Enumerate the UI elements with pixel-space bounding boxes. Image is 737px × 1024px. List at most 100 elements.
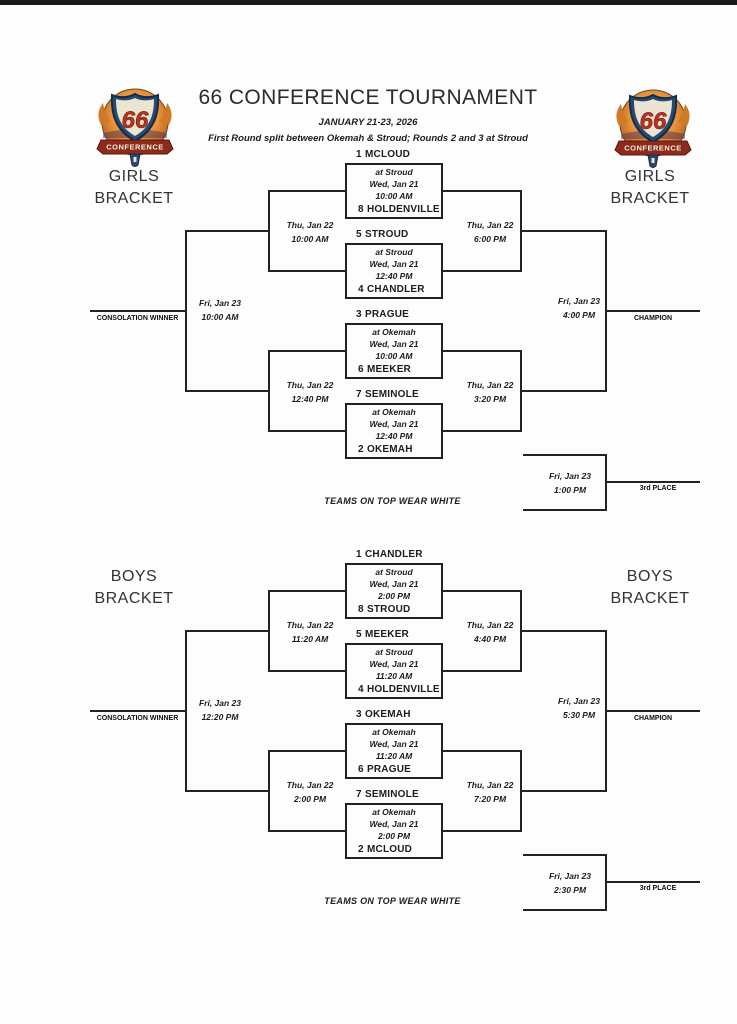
game-venue: at Okemah — [372, 407, 416, 417]
semifinal-time-label: Thu, Jan 22 6:00 PM — [455, 218, 525, 246]
bracket-line — [443, 350, 520, 352]
bracket-line — [520, 790, 605, 792]
bracket-line — [520, 390, 605, 392]
game-time: 4:00 PM — [562, 310, 596, 320]
bracket-line — [185, 230, 187, 392]
team-seed: 3 — [356, 309, 362, 320]
teams-note: TEAMS ON TOP WEAR WHITE — [324, 896, 461, 906]
team-name: HOLDENVILLE — [367, 204, 440, 215]
team-name: MCLOUD — [365, 149, 411, 160]
bracket-line — [520, 630, 605, 632]
semifinal-time-label: Thu, Jan 22 2:00 PM — [275, 778, 345, 806]
bracket-label-line: BRACKET — [94, 590, 174, 607]
game-date: Wed, Jan 21 — [369, 419, 419, 429]
game-time: 10:00 AM — [291, 234, 329, 244]
game-time: 2:00 PM — [377, 591, 411, 601]
bracket-label-line: GIRLS — [108, 168, 160, 185]
girls-bracket-label-left: GIRLS BRACKET — [64, 166, 204, 210]
boys-bracket-label-left: BOYS BRACKET — [64, 566, 204, 610]
logo-number: 66 — [122, 107, 149, 134]
bracket-line — [520, 230, 605, 232]
bracket-line — [268, 750, 345, 752]
girls-bracket-label-right: GIRLS BRACKET — [580, 166, 720, 210]
bracket-line — [268, 270, 345, 272]
venue-note: First Round split between Okemah & Strou… — [208, 133, 528, 144]
game-date: Thu, Jan 22 — [466, 780, 514, 790]
game-date: Fri, Jan 23 — [198, 298, 242, 308]
team-seed: 7 — [356, 389, 362, 400]
bracket-label-line: BRACKET — [610, 190, 690, 207]
team-name: MEEKER — [365, 629, 409, 640]
bracket-line — [90, 710, 185, 712]
logo-banner: CONFERENCE — [106, 143, 164, 152]
game-date: Wed, Jan 21 — [369, 259, 419, 269]
consolation-final-time-label: Fri, Jan 23 12:20 PM — [187, 696, 253, 724]
game-time: 4:40 PM — [473, 634, 507, 644]
bracket-line — [268, 670, 345, 672]
bracket-line — [185, 630, 187, 792]
bracket-line — [268, 590, 345, 592]
game-venue: at Okemah — [372, 727, 416, 737]
bracket-line — [443, 590, 520, 592]
bracket-line — [443, 190, 520, 192]
game-time: 11:20 AM — [375, 671, 413, 681]
team-seed: 2 — [358, 844, 364, 855]
bracket-line — [268, 190, 345, 192]
team-seed: 5 — [356, 229, 362, 240]
game-date: Thu, Jan 22 — [286, 380, 334, 390]
bracket-line — [605, 481, 700, 483]
scan-top-bar — [0, 0, 737, 5]
bracket-line — [443, 430, 520, 432]
team-name: STROUD — [365, 229, 409, 240]
game-time: 10:00 AM — [201, 312, 239, 322]
game-time: 12:20 PM — [201, 712, 239, 722]
game-time: 10:00 AM — [375, 191, 413, 201]
bracket-line — [605, 310, 700, 312]
team-seed: 6 — [358, 364, 364, 375]
team-seed: 1 — [356, 149, 362, 160]
semifinal-time-label: Thu, Jan 22 7:20 PM — [455, 778, 525, 806]
bracket-line — [268, 590, 270, 672]
conference-66-logo: 66 CONFERENCE — [614, 89, 692, 168]
bracket-label-line: BOYS — [626, 568, 674, 585]
game-time: 3:20 PM — [473, 394, 507, 404]
game-venue: at Stroud — [375, 247, 413, 257]
bracket-label-line: BRACKET — [94, 190, 174, 207]
game-date: Fri, Jan 23 — [548, 871, 592, 881]
game-time: 7:20 PM — [473, 794, 507, 804]
team-name: PRAGUE — [365, 309, 409, 320]
semifinal-time-label: Thu, Jan 22 3:20 PM — [455, 378, 525, 406]
bracket-line — [185, 390, 268, 392]
bracket-line — [605, 710, 700, 712]
bracket-line — [185, 790, 268, 792]
team-name: SEMINOLE — [365, 389, 419, 400]
consolation-winner-label: CONSOLATION WINNER — [96, 715, 179, 722]
team-name: PRAGUE — [367, 764, 411, 775]
bracket-label-line: GIRLS — [624, 168, 676, 185]
team-name: SEMINOLE — [365, 789, 419, 800]
game-date: Fri, Jan 23 — [198, 698, 242, 708]
consolation-final-time-label: Fri, Jan 23 10:00 AM — [187, 296, 253, 324]
game-date: Fri, Jan 23 — [548, 471, 592, 481]
game-time: 10:00 AM — [375, 351, 413, 361]
game-time: 2:00 PM — [377, 831, 411, 841]
bracket-line — [523, 854, 606, 856]
semifinal-time-label: Thu, Jan 22 4:40 PM — [455, 618, 525, 646]
bracket-line — [523, 909, 606, 911]
game-date: Thu, Jan 22 — [286, 220, 334, 230]
